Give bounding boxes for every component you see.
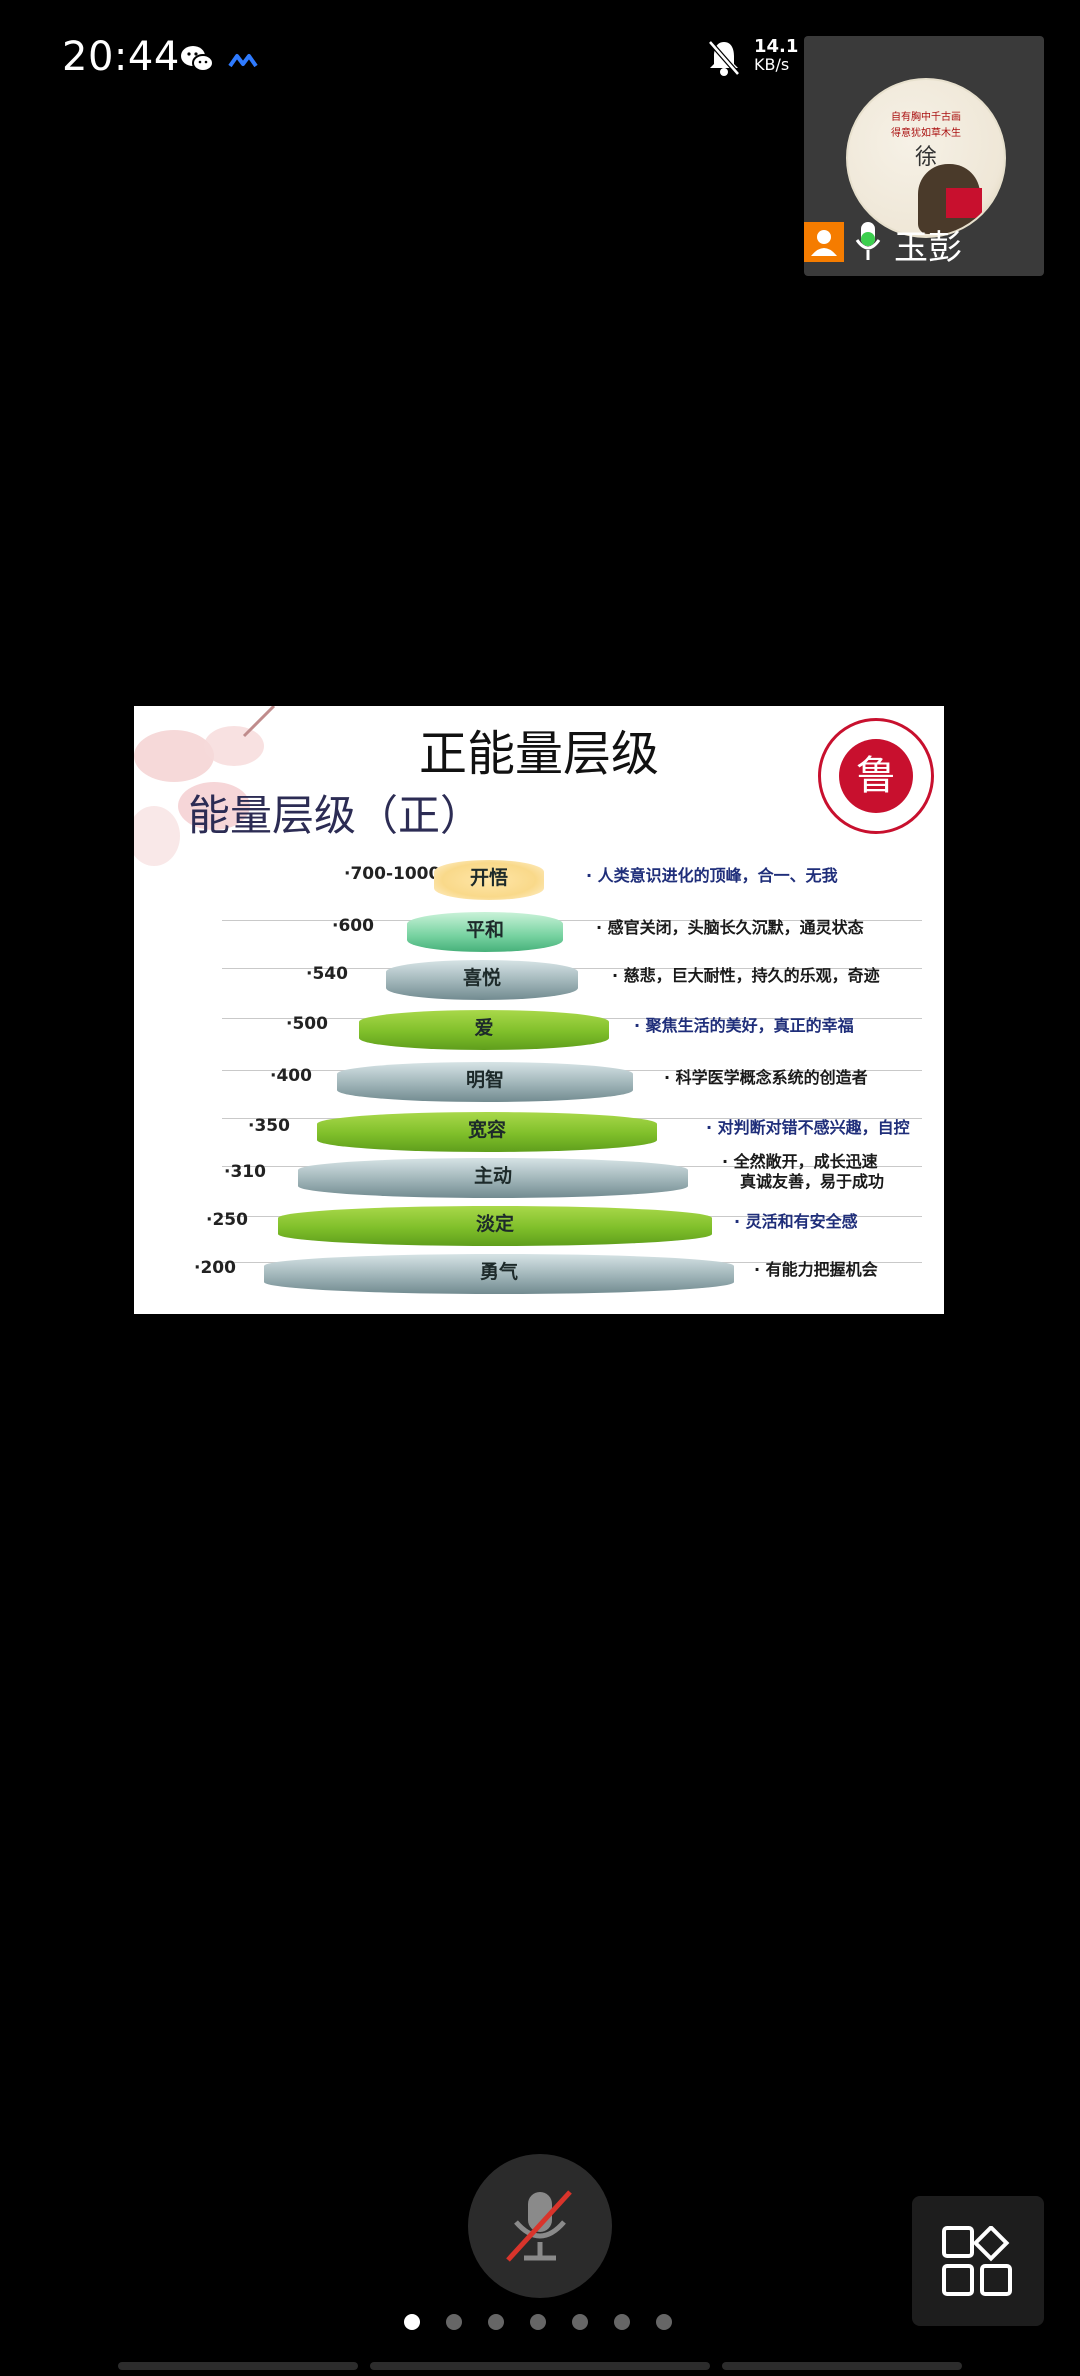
level-disk: 爱 bbox=[359, 1010, 609, 1050]
school-seal-icon: 鲁 bbox=[818, 718, 934, 834]
level-description: · 感官关闭，头脑长久沉默，通灵状态 bbox=[596, 918, 864, 937]
level-disk: 平和 bbox=[407, 912, 563, 952]
clock: 20:44 bbox=[62, 34, 180, 80]
mic-mute-button[interactable] bbox=[468, 2154, 612, 2298]
level-disk: 明智 bbox=[337, 1062, 633, 1102]
cloud-icon bbox=[228, 54, 258, 68]
avatar-calligraphy: 自有胸中千古画得意犹如草木生徐 bbox=[891, 112, 961, 170]
level-description: · 灵活和有安全感 bbox=[734, 1212, 858, 1231]
level-value: ·700-1000 bbox=[344, 864, 441, 884]
level-value: ·310 bbox=[224, 1162, 266, 1182]
level-value: ·250 bbox=[206, 1210, 248, 1230]
wechat-icon bbox=[181, 46, 214, 72]
level-value: ·350 bbox=[248, 1116, 290, 1136]
participant-name: 玉彭 bbox=[894, 228, 962, 268]
participant-avatar: 自有胸中千古画得意犹如草木生徐 bbox=[846, 78, 1006, 238]
level-disk: 主动 bbox=[298, 1158, 688, 1198]
level-value: ·500 bbox=[286, 1014, 328, 1034]
page-dot[interactable] bbox=[572, 2314, 588, 2330]
slide-subtitle: 能量层级（正） bbox=[188, 791, 483, 840]
page-dot[interactable] bbox=[656, 2314, 672, 2330]
level-disk: 开悟 bbox=[434, 860, 544, 900]
network-speed-unit: KB/s bbox=[754, 55, 790, 74]
network-speed-value: 14.1 bbox=[754, 36, 799, 57]
level-description: · 科学医学概念系统的创造者 bbox=[664, 1068, 868, 1087]
level-value: ·400 bbox=[270, 1066, 312, 1086]
level-value: ·600 bbox=[332, 916, 374, 936]
slide-title: 正能量层级 bbox=[418, 726, 659, 782]
level-disk: 喜悦 bbox=[386, 960, 578, 1000]
seal-character: 鲁 bbox=[839, 739, 913, 813]
level-disk: 勇气 bbox=[264, 1254, 734, 1294]
page-dot[interactable] bbox=[614, 2314, 630, 2330]
flower-decoration-icon bbox=[134, 706, 276, 866]
apps-grid-icon bbox=[942, 2226, 1012, 2296]
page-indicator[interactable] bbox=[404, 2312, 684, 2332]
page-dot[interactable] bbox=[446, 2314, 462, 2330]
page-dot[interactable] bbox=[488, 2314, 504, 2330]
level-description: · 全然敞开，成长迅速真诚友善，易于成功 bbox=[722, 1152, 885, 1191]
level-description: · 对判断对错不感兴趣，自控 bbox=[706, 1118, 910, 1137]
level-divider bbox=[222, 920, 922, 921]
level-value: ·200 bbox=[194, 1258, 236, 1278]
level-description: · 有能力把握机会 bbox=[754, 1260, 878, 1279]
page-dot[interactable] bbox=[404, 2314, 420, 2330]
home-indicator bbox=[118, 2362, 962, 2370]
more-apps-button[interactable] bbox=[912, 2196, 1044, 2326]
mute-bell-icon bbox=[708, 40, 740, 76]
level-value: ·540 bbox=[306, 964, 348, 984]
network-speed: 14.1 KB/s bbox=[754, 38, 798, 74]
mic-muted-icon bbox=[506, 2190, 572, 2262]
avatar-flag bbox=[946, 188, 982, 218]
participant-tile[interactable]: 自有胸中千古画得意犹如草木生徐 玉彭 bbox=[804, 36, 1044, 276]
level-description: · 慈悲，巨大耐性，持久的乐观，奇迹 bbox=[612, 966, 880, 985]
level-description: · 聚焦生活的美好，真正的幸福 bbox=[634, 1016, 854, 1035]
page-dot[interactable] bbox=[530, 2314, 546, 2330]
level-disk: 淡定 bbox=[278, 1206, 712, 1246]
user-icon bbox=[804, 222, 844, 262]
level-description: · 人类意识进化的顶峰，合一、无我 bbox=[586, 866, 838, 885]
mic-speaking-icon bbox=[855, 222, 881, 260]
level-disk: 宽容 bbox=[317, 1112, 657, 1152]
